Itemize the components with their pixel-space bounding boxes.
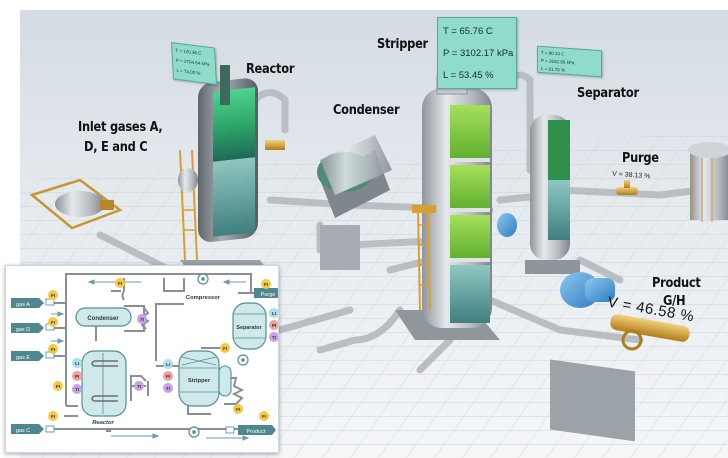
label-condenser: Condenser: [333, 103, 400, 118]
svg-text:FI: FI: [264, 282, 268, 287]
svg-text:TI: TI: [140, 317, 144, 322]
flow-arrows: [51, 279, 250, 441]
ti-bubble: TI: [137, 314, 147, 324]
svg-text:gas D: gas D: [16, 327, 30, 333]
svg-text:gas A: gas A: [16, 302, 30, 308]
label-separator: Separator: [577, 86, 639, 101]
svg-text:Condenser: Condenser: [87, 316, 119, 322]
svg-text:FI: FI: [223, 346, 227, 351]
pid-reactor: Reactor: [81, 350, 127, 426]
fi-bubble: FI: [48, 344, 58, 354]
svg-text:TI: TI: [166, 386, 170, 391]
product-valve[interactable]: [609, 313, 691, 351]
ti-bubble: TI: [134, 381, 144, 391]
svg-text:gas E: gas E: [16, 355, 30, 361]
label-stripper: Stripper: [377, 37, 428, 52]
svg-text:Compressor: Compressor: [186, 295, 221, 301]
product-storage-tank: [688, 142, 728, 222]
svg-text:gas C: gas C: [16, 428, 30, 434]
fi-bubble: FI: [48, 290, 58, 300]
svg-text:PI: PI: [272, 323, 276, 328]
pid-outlet-product: Product: [225, 425, 276, 435]
svg-text:Separator: Separator: [236, 325, 262, 331]
svg-text:TI: TI: [75, 387, 79, 392]
condenser-unit: [317, 135, 392, 270]
label-product-line1: Product: [652, 276, 701, 291]
label-reactor: Reactor: [246, 62, 295, 77]
li-bubble: LI: [269, 308, 278, 318]
label-purge: Purge: [622, 151, 659, 166]
svg-text:PI: PI: [75, 374, 79, 379]
fi-bubble: FI: [48, 411, 58, 421]
svg-text:FI: FI: [51, 320, 55, 325]
valve-icon: [225, 426, 235, 434]
svg-text:LI: LI: [272, 311, 276, 316]
stripper-level: L = 53.45 %: [443, 70, 494, 81]
svg-text:FI: FI: [236, 407, 240, 412]
li-bubble: LI: [163, 359, 173, 369]
stripper-column: [395, 75, 500, 340]
fi-bubble: FI: [220, 343, 230, 353]
inlet-gas-skid: [29, 178, 123, 230]
svg-text:Product: Product: [247, 429, 266, 435]
svg-text:FI: FI: [118, 281, 122, 286]
pid-separator: Separator: [232, 302, 267, 350]
svg-text:LI: LI: [166, 362, 170, 367]
pid-inlet-gas-a: gas A: [11, 298, 55, 308]
separator-vessel: [497, 115, 580, 274]
svg-text:FI: FI: [262, 414, 266, 419]
pid-compressor: Compressor: [186, 273, 221, 301]
pi-bubble: PI: [163, 371, 173, 381]
svg-text:Stripper: Stripper: [188, 378, 211, 384]
pid-inlet-gas-c: gas C: [11, 424, 55, 434]
svg-text:FI: FI: [51, 414, 55, 419]
pi-bubble: PI: [269, 320, 278, 330]
svg-text:FI: FI: [51, 293, 55, 298]
label-product-line2: G/H: [663, 294, 686, 309]
fi-bubble: FI: [53, 381, 63, 391]
fi-bubble: FI: [115, 278, 125, 288]
svg-text:Reactor: Reactor: [92, 420, 114, 426]
pid-stripper: Stripper: [178, 350, 232, 407]
pid-pump-bottom: [188, 426, 200, 438]
svg-text:PI: PI: [166, 374, 170, 379]
pid-pump-separator: [237, 354, 249, 366]
fi-bubble: FI: [259, 411, 269, 421]
pid-outlet-purge: Purge: [254, 288, 278, 298]
fi-bubble: FI: [261, 279, 271, 289]
separator-readout-panel: T = 80.10 C P = 2632.95 kPa L = 61.76 %: [537, 45, 602, 78]
reactor-readout-panel: T = 120.36 C P = 2704.64 kPa L = 74.02 %: [171, 42, 217, 85]
pi-bubble: PI: [72, 371, 82, 381]
svg-text:FI: FI: [56, 384, 60, 389]
pid-instruments: FI FI FI FI FI FI FI FI FI FI TI TI TI T…: [48, 278, 278, 421]
stripper-pressure: P = 3102.17 kPa: [443, 48, 514, 59]
product-pump: [550, 272, 635, 442]
ti-bubble: TI: [269, 332, 278, 342]
ti-bubble: TI: [72, 384, 82, 394]
svg-text:Purge: Purge: [261, 292, 276, 298]
pid-inlet-gas-e: gas E: [11, 351, 55, 361]
stripper-temperature: T = 65.76 C: [443, 26, 493, 37]
label-inlet-line1: Inlet gases A,: [78, 120, 163, 135]
fi-bubble: FI: [48, 317, 58, 327]
pid-condenser: Condenser: [75, 307, 132, 327]
li-bubble: LI: [72, 358, 82, 368]
svg-text:FI: FI: [51, 347, 55, 352]
fi-bubble: FI: [233, 404, 243, 414]
purge-valve[interactable]: [616, 180, 638, 195]
stripper-readout-panel: T = 65.76 C P = 3102.17 kPa L = 53.45 %: [437, 17, 517, 89]
valve-icon: [45, 425, 55, 433]
svg-text:TI: TI: [272, 335, 276, 340]
process-flow-diagram-inset: Condenser Compressor Separator Reactor: [5, 265, 279, 453]
svg-text:LI: LI: [75, 361, 79, 366]
separator-pump-icon: [497, 213, 517, 237]
pid-diagram: Condenser Compressor Separator Reactor: [11, 273, 278, 441]
ti-bubble: TI: [163, 383, 173, 393]
label-inlet-line2: D, E and C: [84, 140, 148, 155]
svg-text:TI: TI: [137, 384, 141, 389]
pid-inlet-gas-d: gas D: [11, 323, 55, 333]
